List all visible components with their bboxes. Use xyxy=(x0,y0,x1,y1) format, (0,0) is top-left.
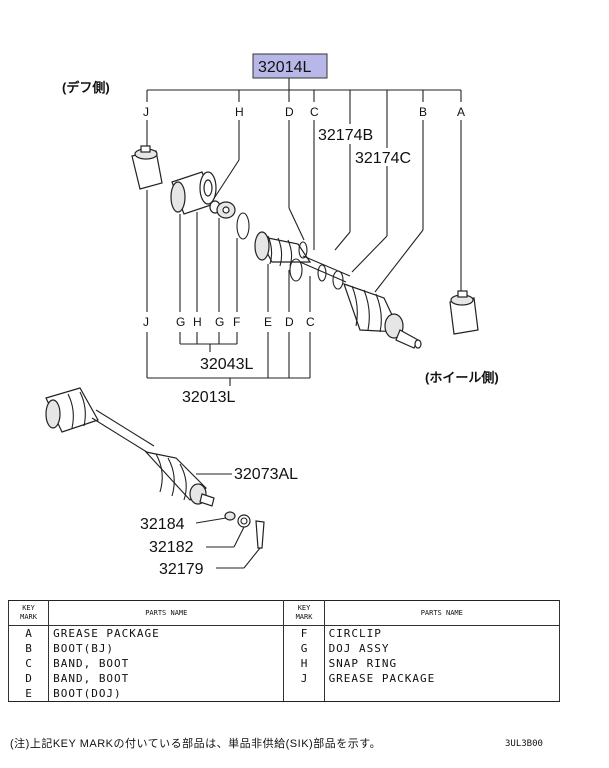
label-32174c[interactable]: 32174C xyxy=(355,150,411,167)
header-key-left: KEY MARK xyxy=(7,600,50,626)
doj-assy[interactable] xyxy=(170,171,217,215)
label-32013l[interactable]: 32013L xyxy=(182,389,235,406)
table-row: B BOOT(BJ) G DOJ ASSY xyxy=(7,641,561,656)
key-cell: C xyxy=(7,656,50,671)
label-32182[interactable]: 32182 xyxy=(149,539,194,556)
top-key-d: D xyxy=(285,105,294,119)
boot-doj[interactable] xyxy=(254,231,312,267)
table-row: C BAND, BOOT H SNAP RING xyxy=(7,656,561,671)
table-row: E BOOT(DOJ) xyxy=(7,686,561,702)
key-cell: H xyxy=(283,656,325,671)
name-cell: GREASE PACKAGE xyxy=(48,625,285,641)
bottom-key-d: D xyxy=(285,315,294,329)
nut-32182[interactable] xyxy=(237,514,251,528)
diff-side-label: (デフ側) xyxy=(62,80,110,95)
name-cell: BAND, BOOT xyxy=(48,656,285,671)
band-boot-d[interactable] xyxy=(298,241,308,259)
bottom-key-c: C xyxy=(306,315,315,329)
bottom-key-e: E xyxy=(264,315,272,329)
washer-32184[interactable] xyxy=(224,511,236,521)
header-name-right: PARTS NAME xyxy=(323,600,561,626)
name-cell: BOOT(DOJ) xyxy=(48,686,285,702)
key-cell: E xyxy=(7,686,50,702)
top-key-b: B xyxy=(419,105,427,119)
top-key-ticks xyxy=(146,90,462,148)
name-cell: CIRCLIP xyxy=(323,625,561,641)
label-32179[interactable]: 32179 xyxy=(159,561,204,578)
key-cell: A xyxy=(7,625,50,641)
boot-bj[interactable] xyxy=(343,283,422,349)
key-cell: B xyxy=(7,641,50,656)
top-key-c: C xyxy=(310,105,319,119)
name-cell xyxy=(323,686,561,702)
table-header-row: KEY MARK PARTS NAME KEY MARK PARTS NAME xyxy=(7,600,561,626)
name-cell: GREASE PACKAGE xyxy=(323,671,561,686)
assy-label-box xyxy=(252,53,328,79)
key-cell: D xyxy=(7,671,50,686)
top-key-h: H xyxy=(235,105,244,119)
footnote: (注)上記KEY MARKの付いている部品は、単品非供給(SIK)部品を示す。 xyxy=(10,738,382,750)
key-cell: F xyxy=(283,625,325,641)
label-32043l[interactable]: 32043L xyxy=(200,356,253,373)
drive-shaft-assy[interactable] xyxy=(45,387,215,507)
bottom-key-g2: G xyxy=(215,315,224,329)
name-cell: SNAP RING xyxy=(323,656,561,671)
name-cell: BOOT(BJ) xyxy=(48,641,285,656)
grease-package-a[interactable] xyxy=(449,290,479,335)
top-key-a: A xyxy=(457,105,465,119)
table-row: A GREASE PACKAGE F CIRCLIP xyxy=(7,625,561,641)
top-keys: J H D C B A xyxy=(143,105,465,119)
header-key-right: KEY MARK xyxy=(283,600,325,626)
band-boot-c[interactable] xyxy=(289,258,303,282)
table-row: D BAND, BOOT J GREASE PACKAGE xyxy=(7,671,561,686)
circlip-f[interactable] xyxy=(236,212,250,240)
bottom-key-f: F xyxy=(233,315,240,329)
label-32073al[interactable]: 32073AL xyxy=(234,466,298,483)
top-key-j: J xyxy=(143,105,149,119)
wheel-side-label: (ホイール側) xyxy=(425,370,499,385)
parts-diagram: 32014L (デフ側) J H D C B A 32174B 32174C xyxy=(45,53,499,578)
band-boot-c2[interactable] xyxy=(317,264,327,282)
bottom-key-h: H xyxy=(193,315,202,329)
name-cell: DOJ ASSY xyxy=(323,641,561,656)
bottom-key-j: J xyxy=(143,315,149,329)
cotter-pin-32179[interactable] xyxy=(255,520,265,549)
bottom-keys: J G H G F E D C xyxy=(143,315,315,329)
key-cell xyxy=(283,686,325,702)
header-name-left: PARTS NAME xyxy=(48,600,285,626)
grease-package-j[interactable] xyxy=(131,145,163,190)
band-boot-d2[interactable] xyxy=(332,270,344,290)
name-cell: BAND, BOOT xyxy=(48,671,285,686)
key-cell: G xyxy=(283,641,325,656)
diagram-code: 3UL3B00 xyxy=(505,739,543,749)
key-cell: J xyxy=(283,671,325,686)
bottom-key-g1: G xyxy=(176,315,185,329)
parts-table: KEY MARK PARTS NAME KEY MARK PARTS NAME … xyxy=(7,600,561,702)
inner-race-g[interactable] xyxy=(216,201,236,219)
label-32184[interactable]: 32184 xyxy=(140,516,185,533)
label-32174b[interactable]: 32174B xyxy=(318,127,373,144)
assy-label[interactable]: 32014L xyxy=(258,59,311,76)
